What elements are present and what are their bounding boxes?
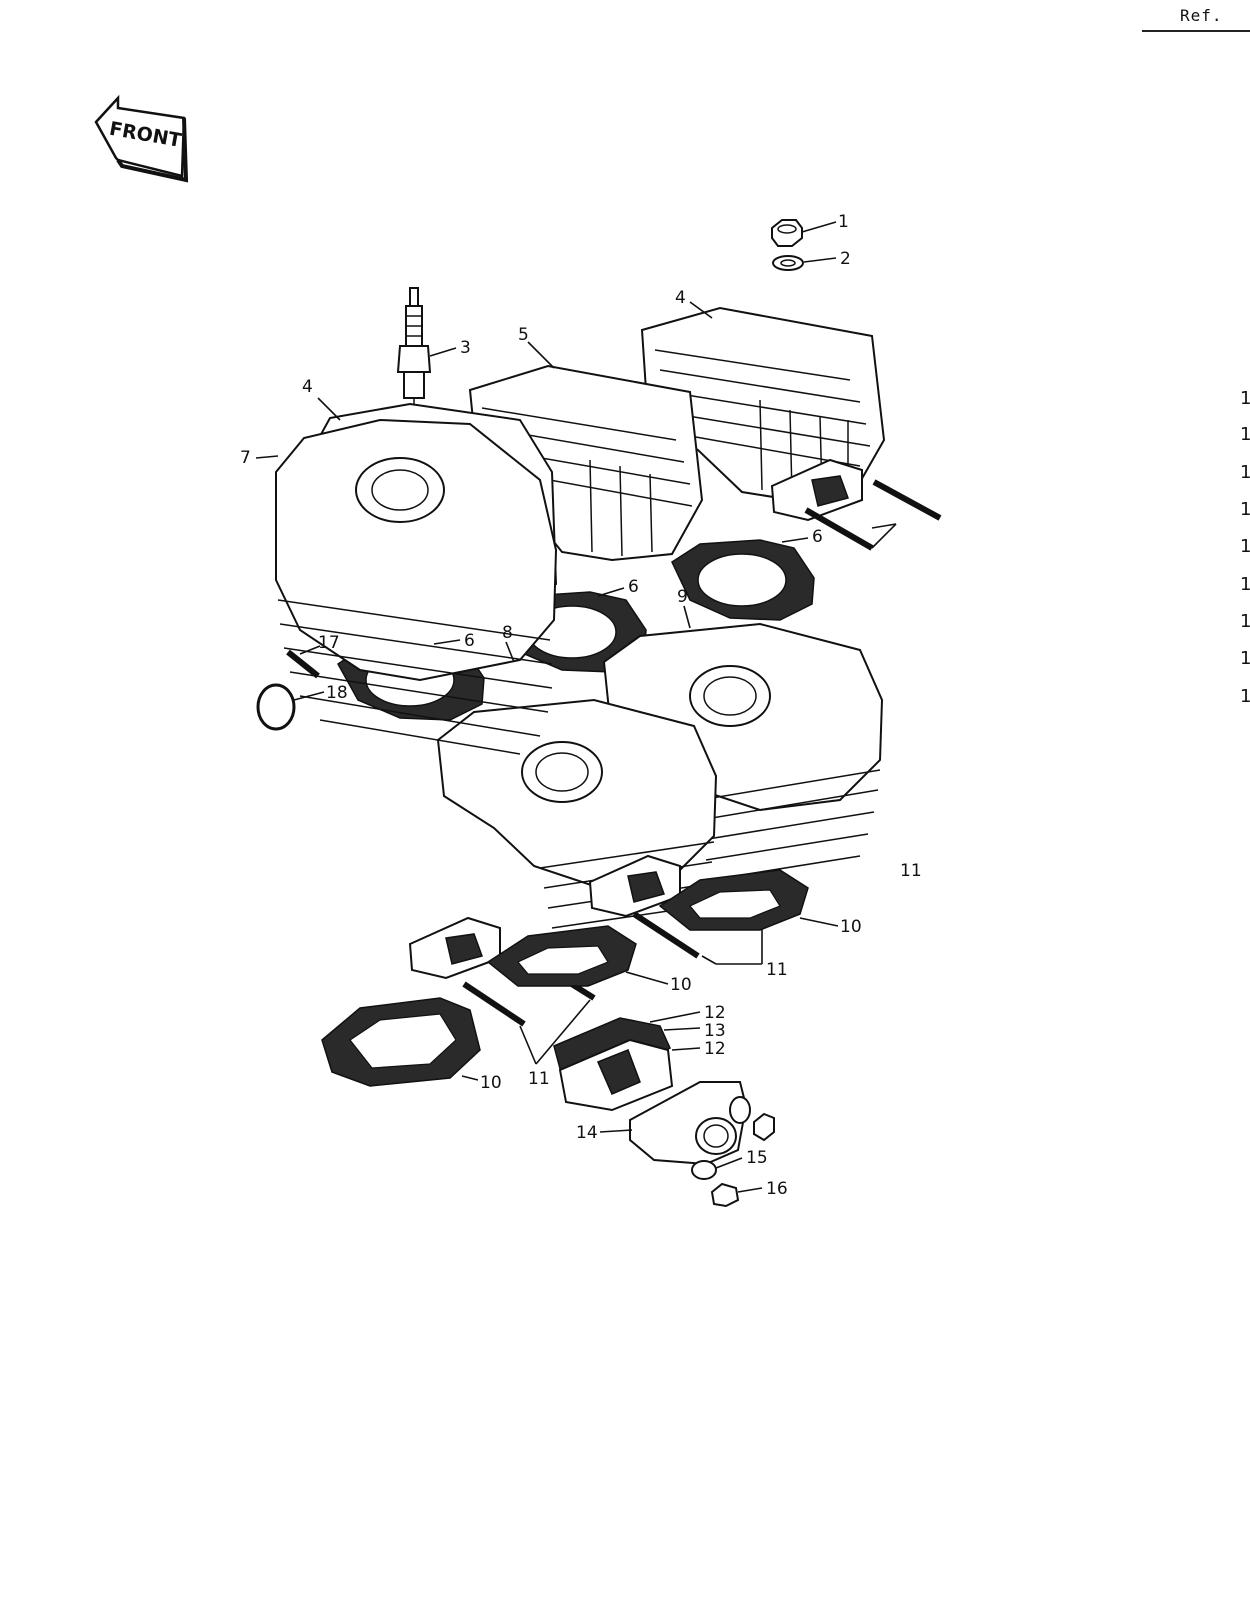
callout-17: 17 [318,633,340,653]
ref-label: Ref. [1180,6,1223,25]
callout-10: 10 [480,1073,502,1093]
o-ring-part [256,683,296,731]
callout-6: 6 [628,577,639,597]
leader-lines [255,221,897,1193]
margin-digit: 1 [1240,424,1250,445]
callout-8: 8 [502,623,513,643]
washer-part [772,255,804,271]
callout-6: 6 [464,631,475,651]
head-gasket-right [671,539,815,621]
callout-5: 5 [518,325,529,345]
callout-4: 4 [675,288,686,308]
margin-digit: 1 [1240,388,1250,409]
callout-6: 6 [812,527,823,547]
callout-13: 13 [704,1021,726,1041]
manifold-nut-part [710,1112,775,1208]
manifold-washer-part [691,1096,751,1180]
callout-12: 12 [704,1003,726,1023]
callout-14: 14 [576,1123,598,1143]
callout-labels: 1 2 3 4 4 5 6 6 6 7 8 9 10 10 10 11 11 1… [240,212,922,1199]
reed-valve-part [553,1017,674,1112]
callout-10: 10 [670,975,692,995]
callout-3: 3 [460,338,471,358]
callout-11: 11 [766,960,788,980]
callout-7: 7 [240,448,251,468]
intake-port-right [770,458,863,522]
margin-digit: 1 [1240,499,1250,520]
callout-1: 1 [838,212,849,232]
callout-4: 4 [302,377,313,397]
front-arrow-icon: FRONT [94,94,189,183]
spark-plug-part [396,287,432,410]
callout-16: 16 [766,1179,788,1199]
intake-manifold-part [629,1081,748,1166]
callout-12: 12 [704,1039,726,1059]
margin-digit: 1 [1240,611,1250,632]
margin-digit: 1 [1240,574,1250,595]
cylinder-left [275,418,558,755]
dowel-pin-part [286,649,320,679]
nut-part [771,219,803,247]
intake-gasket-center [486,925,637,987]
margin-digit: 1 [1240,648,1250,669]
margin-digit: 1 [1240,686,1250,707]
margin-digit: 1 [1240,462,1250,483]
callout-11: 11 [900,861,922,881]
callout-15: 15 [746,1148,768,1168]
callout-10: 10 [840,917,862,937]
callout-2: 2 [840,249,851,269]
intake-gasket-right [658,869,809,931]
intake-port-center [588,854,681,918]
base-gasket-left [321,997,481,1087]
callout-11: 11 [528,1069,550,1089]
ref-underline [1142,30,1250,32]
margin-digit: 1 [1240,536,1250,557]
intake-port-left [408,916,501,980]
callout-18: 18 [326,683,348,703]
callout-9: 9 [677,587,688,607]
